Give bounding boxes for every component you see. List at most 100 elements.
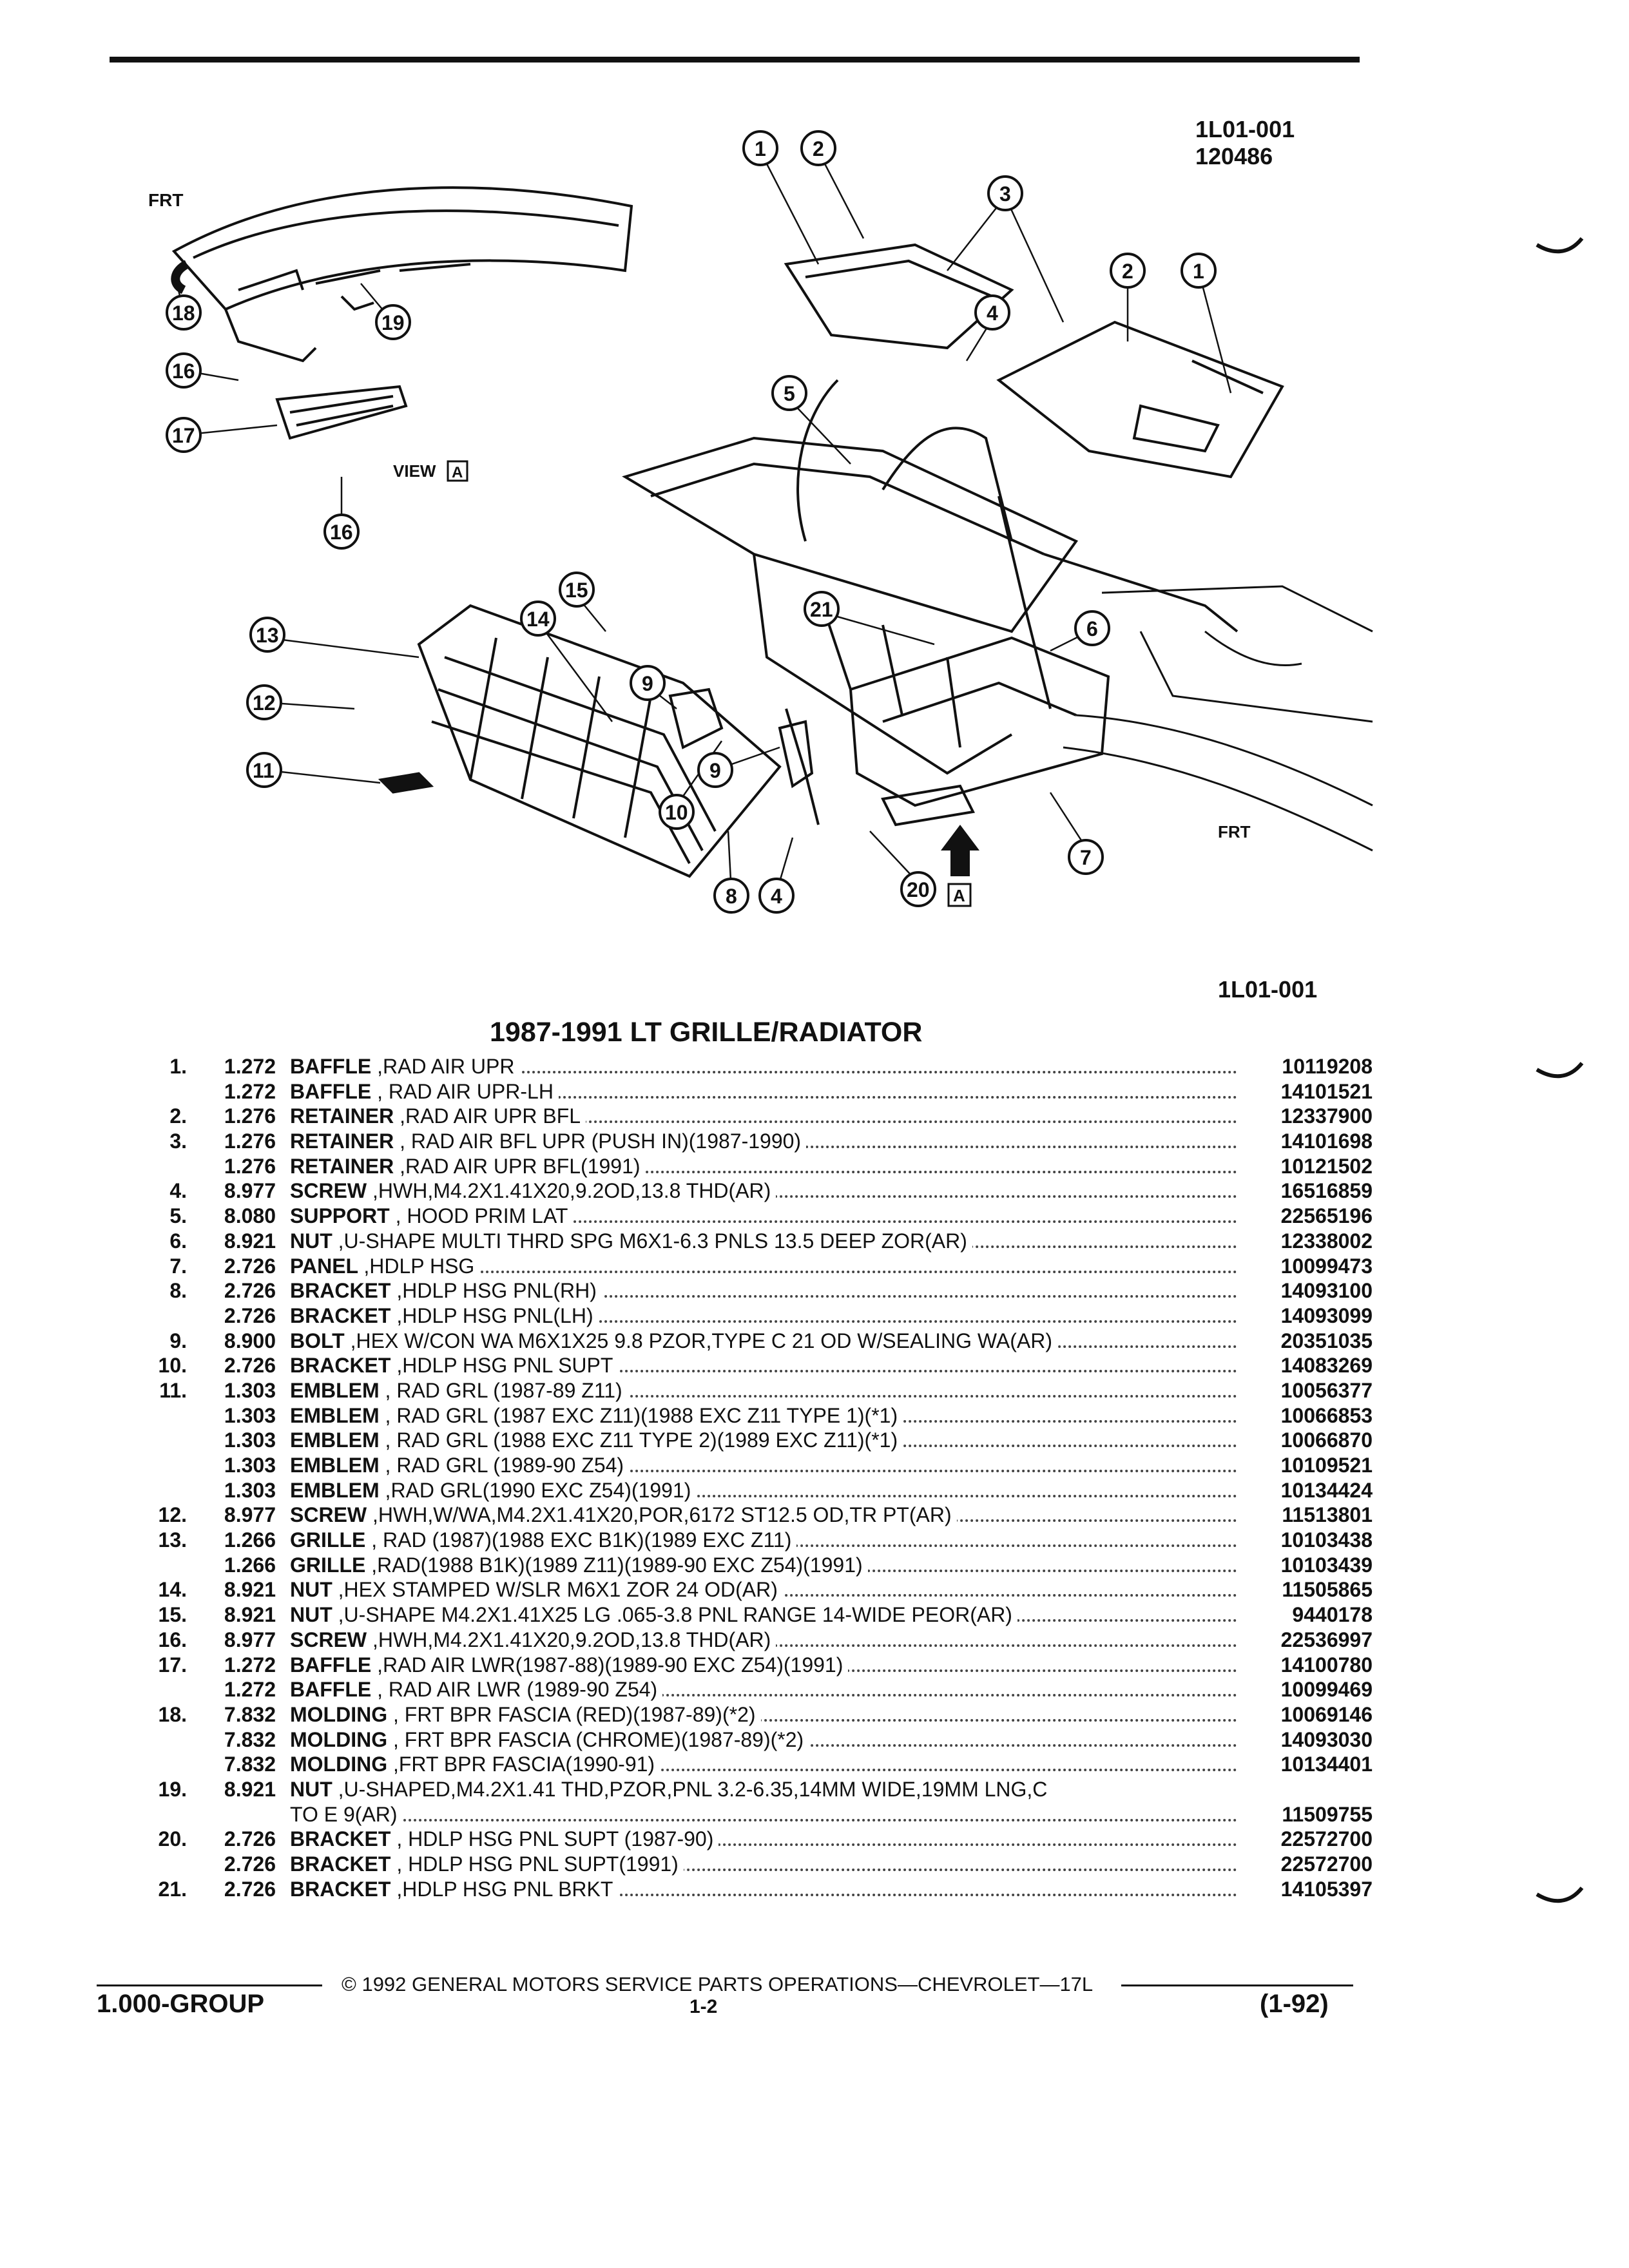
part-description: RETAINER ,RAD AIR UPR BFL bbox=[290, 1104, 1244, 1128]
part-description: NUT ,U-SHAPE M4.2X1.41X25 LG .065-3.8 PN… bbox=[290, 1602, 1244, 1627]
part-spec: ,RAD AIR UPR BFL bbox=[400, 1104, 581, 1128]
part-name: RETAINER bbox=[290, 1104, 394, 1128]
part-spec: ,U-SHAPED,M4.2X1.41 THD,PZOR,PNL 3.2-6.3… bbox=[338, 1777, 1048, 1801]
part-description: RETAINER , RAD AIR BFL UPR (PUSH IN)(198… bbox=[290, 1129, 1244, 1153]
headlamp-panel bbox=[785, 636, 1110, 825]
callout-16: 16 bbox=[166, 352, 202, 389]
part-name: GRILLE bbox=[290, 1528, 366, 1552]
part-number: 11505865 bbox=[1282, 1578, 1373, 1602]
item-number: 19. bbox=[158, 1777, 187, 1801]
group-number: 1.266 bbox=[224, 1528, 276, 1552]
footer-rule-left bbox=[97, 1984, 322, 1986]
part-spec: ,FRT BPR FASCIA(1990-91) bbox=[392, 1753, 655, 1776]
group-number: 2.726 bbox=[224, 1254, 276, 1278]
part-description: MOLDING ,FRT BPR FASCIA(1990-91) bbox=[290, 1752, 1244, 1776]
item-number: 18. bbox=[158, 1702, 187, 1726]
group-number: 1.276 bbox=[224, 1129, 276, 1153]
part-spec: ,HDLP HSG bbox=[363, 1254, 475, 1278]
part-number: 10099473 bbox=[1280, 1254, 1373, 1278]
callout-7: 7 bbox=[1068, 839, 1104, 875]
callout-6: 6 bbox=[1074, 610, 1110, 646]
part-description: SCREW ,HWH,M4.2X1.41X20,9.2OD,13.8 THD(A… bbox=[290, 1628, 1244, 1652]
item-number: 14. bbox=[158, 1578, 187, 1602]
part-name: GRILLE bbox=[290, 1553, 366, 1577]
callout-4: 4 bbox=[974, 294, 1010, 331]
group-number: 7.832 bbox=[224, 1753, 276, 1776]
part-number: 22565196 bbox=[1280, 1204, 1373, 1228]
item-number: 5. bbox=[169, 1204, 187, 1228]
svg-text:1: 1 bbox=[755, 137, 766, 160]
svg-text:13: 13 bbox=[256, 624, 279, 647]
part-spec: , RAD GRL (1987 EXC Z11)(1988 EXC Z11 TY… bbox=[385, 1403, 898, 1427]
svg-text:1: 1 bbox=[1193, 260, 1204, 283]
part-description: GRILLE , RAD (1987)(1988 EXC B1K)(1989 E… bbox=[290, 1528, 1244, 1552]
group-number: 1.303 bbox=[224, 1378, 276, 1402]
part-number: 14093030 bbox=[1280, 1727, 1373, 1751]
part-number: 14105397 bbox=[1280, 1877, 1373, 1901]
part-number: 11513801 bbox=[1282, 1503, 1373, 1527]
part-name: BAFFLE bbox=[290, 1079, 372, 1103]
part-description: TO E 9(AR) bbox=[290, 1802, 1244, 1827]
svg-text:2: 2 bbox=[813, 137, 824, 160]
part-description: EMBLEM , RAD GRL (1988 EXC Z11 TYPE 2)(1… bbox=[290, 1428, 1244, 1452]
part-number: 12337900 bbox=[1280, 1104, 1373, 1128]
part-spec: , RAD GRL (1989-90 Z54) bbox=[385, 1454, 624, 1477]
brackets bbox=[668, 687, 975, 827]
parts-row: 1.303 EMBLEM , RAD GRL (1988 EXC Z11 TYPE… bbox=[116, 1428, 1373, 1453]
part-name: NUT bbox=[290, 1603, 333, 1627]
figure-code-bottom: 1L01-001 bbox=[1218, 976, 1318, 1003]
figure-code: 1L01-001 bbox=[1195, 116, 1295, 142]
callout-17: 17 bbox=[166, 417, 202, 453]
part-name: NUT bbox=[290, 1578, 333, 1602]
part-spec: ,RAD(1988 B1K)(1989 Z11)(1989-90 EXC Z54… bbox=[371, 1553, 863, 1577]
svg-text:9: 9 bbox=[642, 672, 653, 695]
svg-text:4: 4 bbox=[771, 885, 782, 908]
part-name: BRACKET bbox=[290, 1827, 391, 1851]
part-number: 10121502 bbox=[1280, 1154, 1373, 1178]
part-name: BAFFLE bbox=[290, 1653, 372, 1677]
group-number: 8.977 bbox=[224, 1179, 276, 1203]
view-letter: A bbox=[452, 464, 463, 481]
svg-text:8: 8 bbox=[726, 885, 737, 908]
part-number: 10066870 bbox=[1280, 1428, 1373, 1452]
part-spec: , HDLP HSG PNL SUPT(1991) bbox=[396, 1852, 679, 1876]
group-number: 1.303 bbox=[224, 1428, 276, 1452]
svg-text:12: 12 bbox=[253, 691, 276, 715]
part-name: BAFFLE bbox=[290, 1678, 372, 1702]
part-spec: , HDLP HSG PNL SUPT (1987-90) bbox=[396, 1827, 714, 1851]
part-description: MOLDING , FRT BPR FASCIA (RED)(1987-89)(… bbox=[290, 1702, 1244, 1727]
svg-text:18: 18 bbox=[172, 302, 195, 325]
item-number: 15. bbox=[158, 1603, 187, 1627]
part-number: 14093100 bbox=[1280, 1279, 1373, 1303]
part-spec: , FRT BPR FASCIA (RED)(1987-89)(*2) bbox=[392, 1702, 756, 1726]
parts-row: 7.832 MOLDING ,FRT BPR FASCIA(1990-91) 101… bbox=[116, 1752, 1373, 1777]
part-spec: , FRT BPR FASCIA (CHROME)(1987-89)(*2) bbox=[392, 1727, 804, 1751]
callout-3: 3 bbox=[987, 175, 1023, 211]
part-name: EMBLEM bbox=[290, 1478, 380, 1502]
part-name: SCREW bbox=[290, 1628, 367, 1651]
item-number: 10. bbox=[158, 1354, 187, 1378]
part-spec: , RAD AIR BFL UPR (PUSH IN)(1987-1990) bbox=[400, 1129, 802, 1153]
part-name: BRACKET bbox=[290, 1279, 391, 1303]
group-number: 1.303 bbox=[224, 1403, 276, 1427]
part-description: BAFFLE ,RAD AIR UPR bbox=[290, 1054, 1244, 1079]
binder-mark bbox=[1536, 237, 1584, 254]
exploded-parts-diagram: FRT VIEW A bbox=[148, 130, 1373, 914]
item-number: 2. bbox=[169, 1104, 187, 1128]
svg-text:21: 21 bbox=[810, 598, 833, 621]
part-number: 10069146 bbox=[1280, 1702, 1373, 1726]
part-description: BOLT ,HEX W/CON WA M6X1X25 9.8 PZOR,TYPE… bbox=[290, 1329, 1244, 1353]
revision-date: (1-92) bbox=[1260, 1990, 1329, 2018]
part-name: RETAINER bbox=[290, 1154, 394, 1178]
item-number: 1. bbox=[169, 1055, 187, 1078]
group-number: 1.272 bbox=[224, 1653, 276, 1677]
part-number: 10134401 bbox=[1280, 1753, 1373, 1776]
